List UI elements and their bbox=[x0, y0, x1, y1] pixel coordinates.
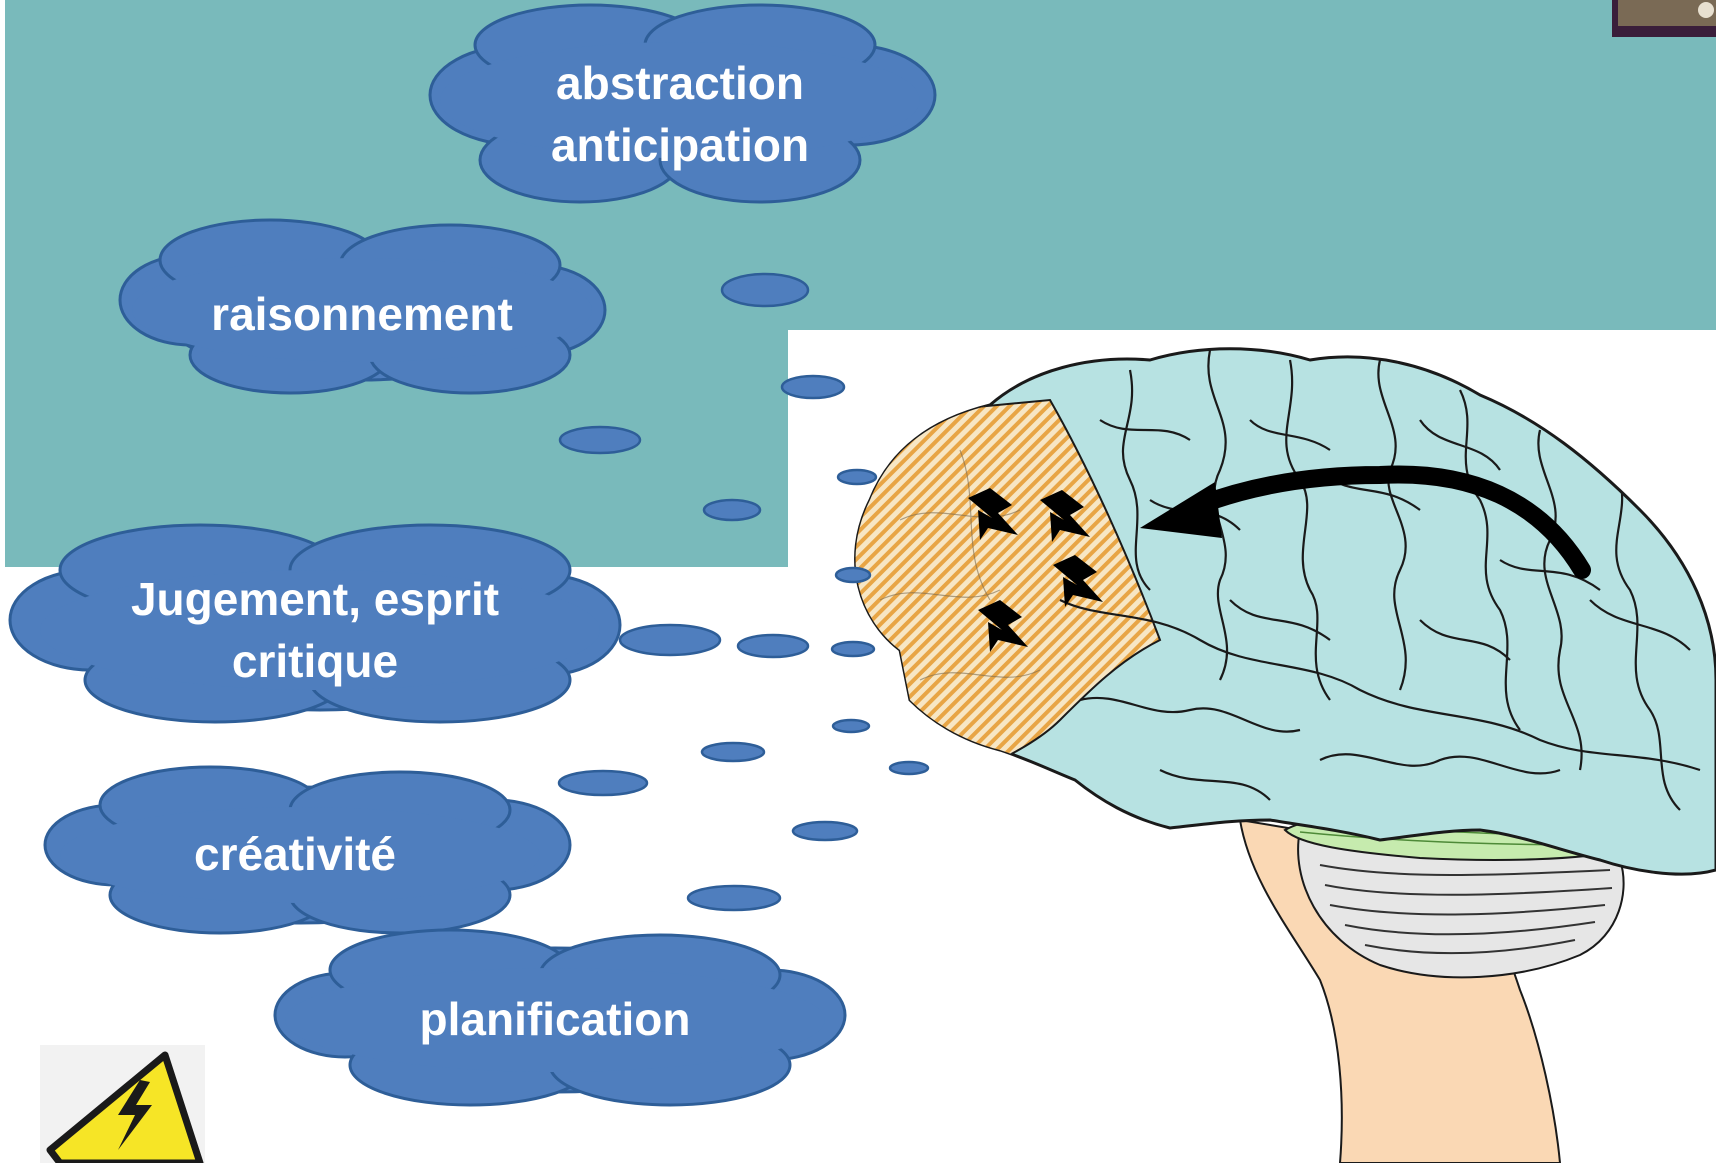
cloud-label-line: planification bbox=[355, 988, 755, 1050]
cloud-label-jugement: Jugement, esprit critique bbox=[90, 568, 540, 692]
cloud-label-creativite: créativité bbox=[130, 823, 460, 885]
brain-illustration bbox=[840, 349, 1716, 1163]
cloud-label-line: abstraction bbox=[480, 52, 880, 114]
cloud-label-line: critique bbox=[90, 630, 540, 692]
cloud-label-abstraction: abstraction anticipation bbox=[480, 52, 880, 176]
high-voltage-warning-icon bbox=[40, 1045, 205, 1163]
video-thumbnail bbox=[1612, 0, 1716, 37]
cloud-label-planification: planification bbox=[355, 988, 755, 1050]
cloud-label-line: Jugement, esprit bbox=[90, 568, 540, 630]
cloud-label-line: anticipation bbox=[480, 114, 880, 176]
cloud-label-line: créativité bbox=[130, 823, 460, 885]
cloud-label-line: raisonnement bbox=[162, 283, 562, 345]
cloud-label-raisonnement: raisonnement bbox=[162, 283, 562, 345]
